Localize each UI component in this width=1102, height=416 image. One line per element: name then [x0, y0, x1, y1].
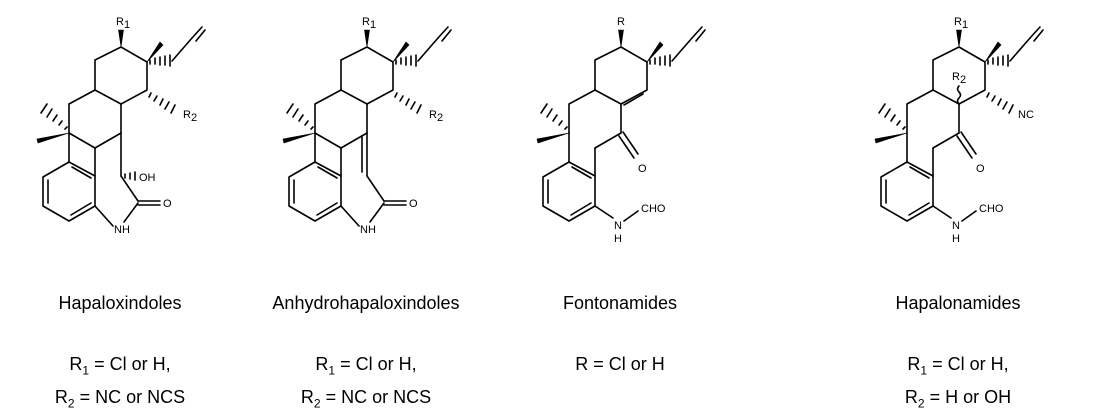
hapaloxindole-structure: R1 R2 OH O NH [36, 16, 206, 236]
hapalonamide-structure: O R1 R2 NC N H CHO [874, 16, 1044, 245]
o-label: O [976, 163, 985, 175]
compound-name: Anhydrohapaloxindoles [272, 293, 460, 313]
anhydrohapaloxindole-structure: R1 R2 O NH [282, 16, 452, 236]
r1-label: R1 [362, 16, 376, 31]
substituent-line: R = Cl or H [575, 354, 665, 374]
substituent-line: R2 = NC or NCS [54, 386, 186, 411]
n-label: N [614, 220, 622, 232]
substituent-line: R1 = Cl or H, [315, 354, 417, 378]
substituents: R1 = Cl or H, R2 = H or OH [838, 351, 1078, 416]
o-label: O [638, 163, 647, 175]
r1-label: R1 [954, 16, 968, 31]
substituents: R1 = Cl or H, R2 = NC or NCS [246, 351, 486, 416]
r1-label: R1 [116, 16, 130, 31]
substituent-line: R2 = NC or NCS [300, 386, 432, 411]
nc-label: NC [1018, 109, 1034, 121]
substituents: R = Cl or H [500, 351, 740, 384]
substituent-line: R2 = H or OH [904, 386, 1012, 411]
r2-label: R2 [952, 71, 966, 86]
compound-name: Hapalonamides [895, 293, 1021, 313]
substituents: R1 = Cl or H, R2 = NC or NCS [0, 351, 240, 416]
nh-label: NH [114, 224, 130, 236]
substituent-line: R1 = Cl or H, [69, 354, 171, 378]
r-label: R [617, 16, 625, 28]
compound-name: Hapaloxindoles [58, 293, 182, 313]
o-label: O [409, 198, 418, 210]
h-label: H [952, 233, 960, 245]
cho-label: CHO [641, 203, 666, 215]
r2-label: R2 [183, 109, 197, 124]
cho-label: CHO [979, 203, 1004, 215]
compound-name: Fontonamides [562, 293, 678, 313]
r2-label: R2 [429, 109, 443, 124]
h-label: H [614, 233, 622, 245]
oh-label: OH [139, 172, 156, 184]
substituent-line: R1 = Cl or H, [907, 354, 1009, 378]
n-label: N [952, 220, 960, 232]
o-label: O [163, 198, 172, 210]
fontonamide-structure: O R N H CHO [536, 16, 706, 245]
nh-label: NH [360, 224, 376, 236]
